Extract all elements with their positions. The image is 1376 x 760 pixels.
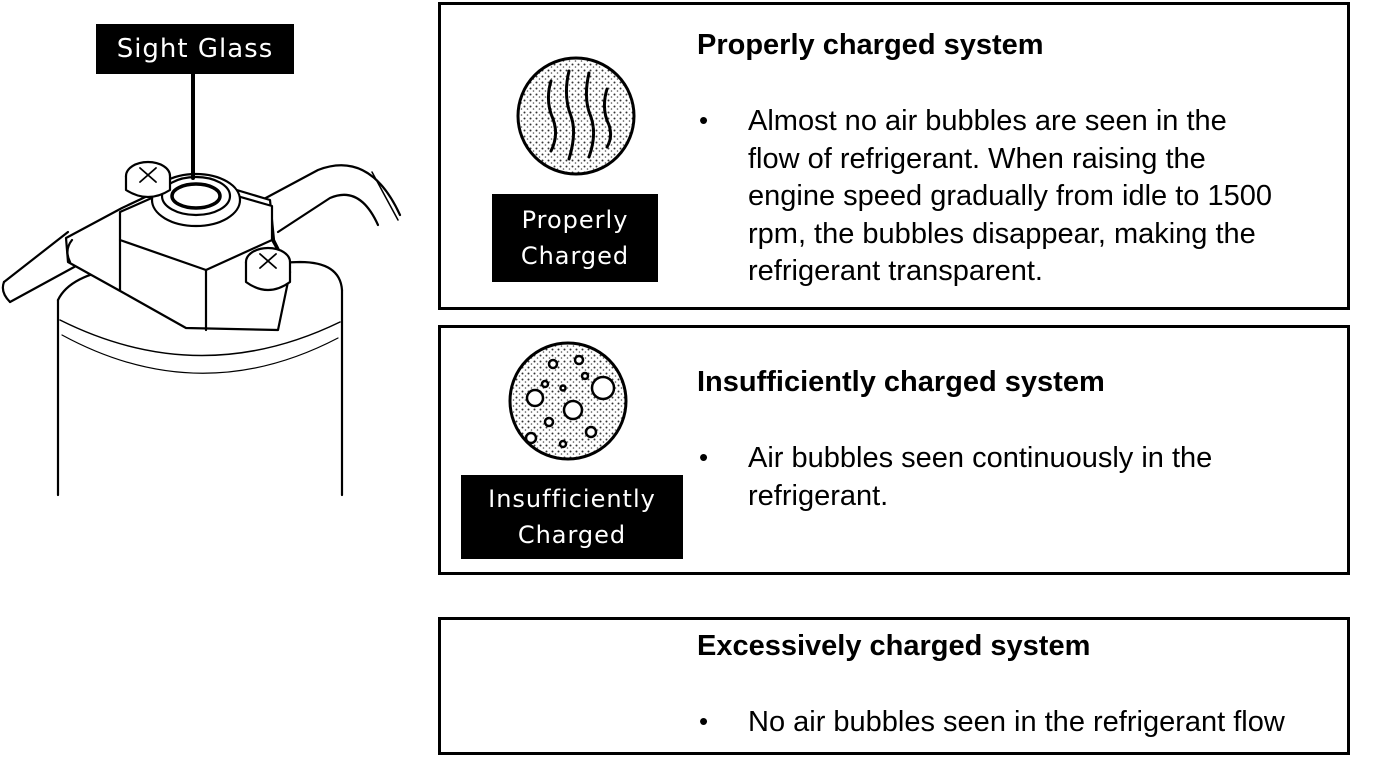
text-line: No air bubbles seen in the refrigerant f… — [748, 706, 1285, 738]
insufficiently-charged-label: Insufficiently Charged — [461, 475, 683, 559]
panel-description: Air bubbles seen continuously in the ref… — [748, 440, 1212, 515]
text-line: Almost no air bubbles are seen in the — [748, 105, 1227, 137]
panel-title: Excessively charged system — [697, 630, 1091, 662]
panel-description: No air bubbles seen in the refrigerant f… — [748, 704, 1285, 742]
panel-title: Insufficiently charged system — [697, 366, 1105, 398]
bullet: • — [699, 706, 709, 736]
bullet: • — [699, 442, 709, 472]
properly-charged-panel: Properly Charged Properly charged system… — [438, 2, 1350, 310]
properly-charged-sight-glass-icon — [516, 56, 636, 176]
properly-charged-label: Properly Charged — [492, 194, 658, 282]
bullet: • — [699, 105, 709, 135]
excessively-charged-panel: Excessively charged system • No air bubb… — [438, 617, 1350, 755]
state-label-line: Charged — [520, 242, 630, 270]
text-line: refrigerant. — [748, 479, 889, 512]
text-line: rpm, the bubbles disappear, making the — [748, 217, 1256, 250]
state-label-line: Properly — [521, 206, 629, 234]
sight-glass-label: Sight Glass — [96, 24, 294, 74]
state-label-line: Insufficiently — [488, 485, 656, 513]
receiver-drier-illustration — [1, 72, 402, 497]
text-line: engine speed gradually from idle to 1500 — [748, 180, 1272, 212]
text-line: refrigerant transparent. — [748, 255, 1043, 287]
text-line: flow of refrigerant. When raising the — [748, 142, 1206, 175]
text-line: Air bubbles seen continuously in the — [748, 442, 1213, 474]
panel-description: Almost no air bubbles are seen in the fl… — [748, 103, 1272, 291]
state-label-line: Charged — [517, 521, 627, 549]
insufficiently-charged-sight-glass-icon — [508, 341, 628, 461]
insufficiently-charged-panel: Insufficiently Charged Insufficiently ch… — [438, 325, 1350, 575]
panel-title: Properly charged system — [697, 29, 1044, 61]
